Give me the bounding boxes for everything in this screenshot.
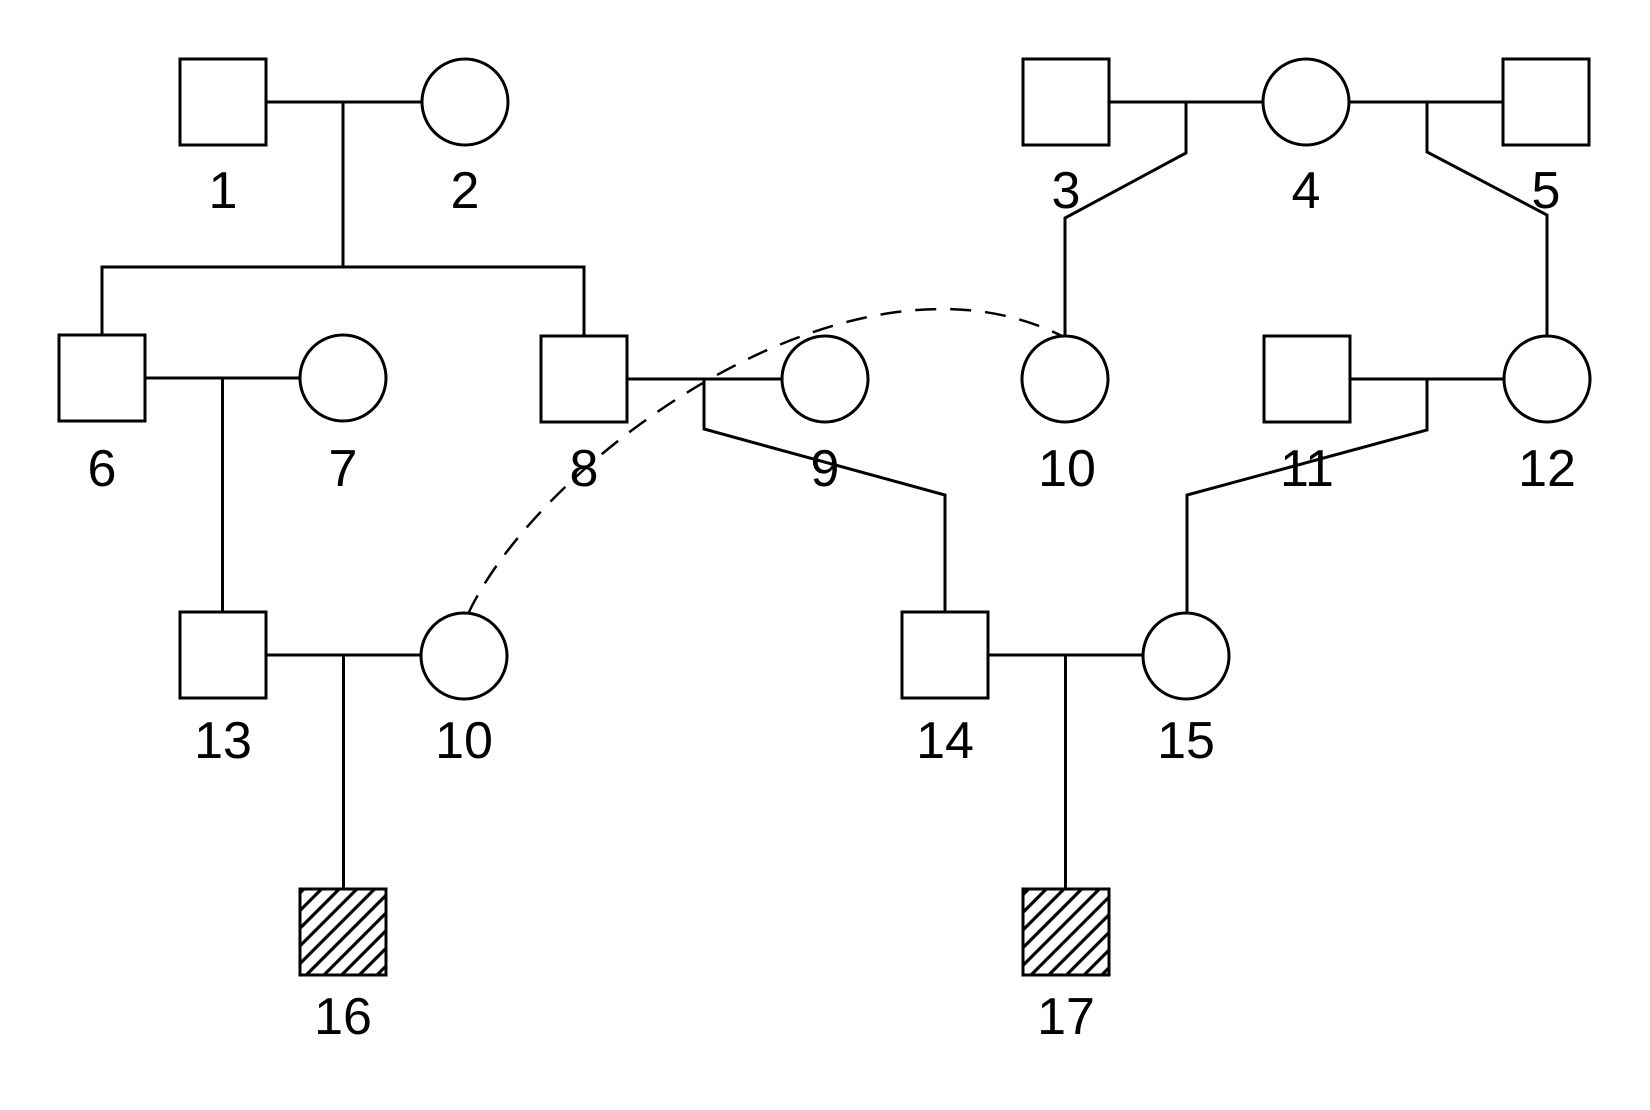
individual-13-label: 13 [194,712,252,770]
relationship-lines [100,100,1549,889]
individual-3-label: 3 [1052,162,1081,220]
individual-8-label: 8 [570,440,599,498]
descent-line-11-12-to-15 [1185,379,1429,613]
individual-10-symbol-female [1020,334,1110,424]
individual-5-symbol-male [1501,57,1591,147]
individual-11-label: 11 [1280,440,1334,498]
individual-15-symbol-female [1141,611,1231,701]
individual-6-symbol-male [57,333,147,423]
individual-16-symbol-male-affected [298,887,388,977]
individual-4-label: 4 [1292,162,1321,220]
individual-2-label: 2 [451,162,480,220]
individual-4-symbol-female [1261,57,1351,147]
descent-line-3-4-to-10 [1063,102,1188,336]
individual-14-symbol-male [900,610,990,700]
individual-7-symbol-female [298,333,388,423]
generation-1: 1 2 3 4 5 [178,57,1591,220]
individual-9-symbol-female [780,334,870,424]
individual-17-symbol-male-affected [1021,887,1111,977]
individual-3-symbol-male [1021,57,1111,147]
individual-10-label: 10 [1038,440,1096,498]
individual-13-symbol-male [178,610,268,700]
individual-1-label: 1 [209,162,238,220]
individual-1-symbol-male [178,57,268,147]
individual-17-label: 17 [1037,988,1095,1046]
individual-10-duplicate-symbol-female [419,611,509,701]
individual-9-label: 9 [811,440,840,498]
duplicate-link-arc-10 [466,307,1063,615]
individual-8-symbol-male [539,334,629,424]
individual-12-label: 12 [1518,440,1576,498]
individual-14-label: 14 [916,712,974,770]
generation-3: 13 10 14 15 [178,610,1231,770]
sibship-line-6-8 [100,265,586,336]
individual-11-symbol-male [1262,334,1352,424]
generation-2: 6 7 8 9 10 11 12 [57,333,1592,498]
individual-5-label: 5 [1532,162,1561,220]
individual-12-symbol-female [1502,334,1592,424]
individual-10-duplicate-label: 10 [435,712,493,770]
individual-16-label: 16 [314,988,372,1046]
descent-line-4-5-to-12 [1425,102,1549,336]
descent-line-8-9-to-14 [702,379,947,612]
individual-15-label: 15 [1157,712,1215,770]
generation-4: 16 17 [298,887,1111,1046]
individual-7-label: 7 [329,440,358,498]
individual-2-symbol-female [420,57,510,147]
individual-6-label: 6 [88,440,117,498]
